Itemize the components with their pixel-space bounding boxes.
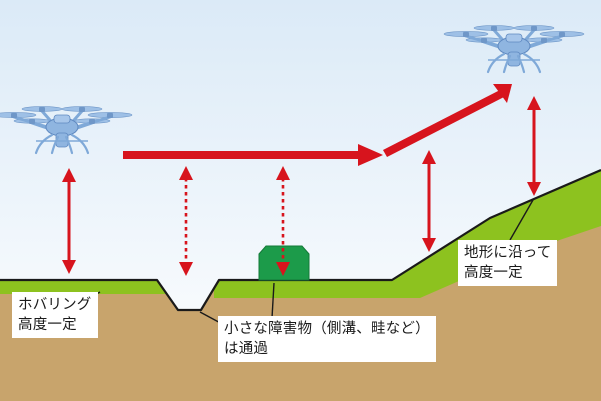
hovering-callout: ホバリング 高度一定: [12, 292, 98, 338]
obstacle-height-indicators: [184, 178, 285, 262]
hovering-callout-line2: 高度一定: [18, 317, 77, 333]
obstacle-callout: 小さな障害物（側溝、畦など） は通過: [218, 316, 436, 362]
flight-path: [123, 84, 512, 166]
altitude-indicators: [62, 96, 541, 274]
ground-outline: [0, 168, 601, 312]
terrain-callout-line2: 高度一定: [464, 265, 523, 281]
hovering-callout-line1: ホバリング: [18, 297, 92, 313]
flight-path-climb-arrowhead: [493, 84, 512, 103]
grass-right: [214, 170, 601, 298]
flight-path-climb: [383, 90, 504, 157]
flight-path-level-arrowhead: [358, 144, 383, 166]
terrain-callout-line1: 地形に沿って: [464, 245, 552, 261]
flight-path-level: [123, 151, 361, 159]
dotted-arrowheads: [179, 166, 290, 276]
terrain-callout: 地形に沿って 高度一定: [458, 240, 558, 286]
altitude-arrow-hover: [62, 168, 76, 274]
obstacle-callout-line1: 小さな障害物（側溝、畦など）: [224, 321, 430, 337]
altitude-arrow-slope: [422, 150, 436, 252]
grass-left: [0, 280, 166, 294]
obstacle-callout-line2: は通過: [224, 341, 269, 357]
altitude-arrow-high: [527, 96, 541, 196]
